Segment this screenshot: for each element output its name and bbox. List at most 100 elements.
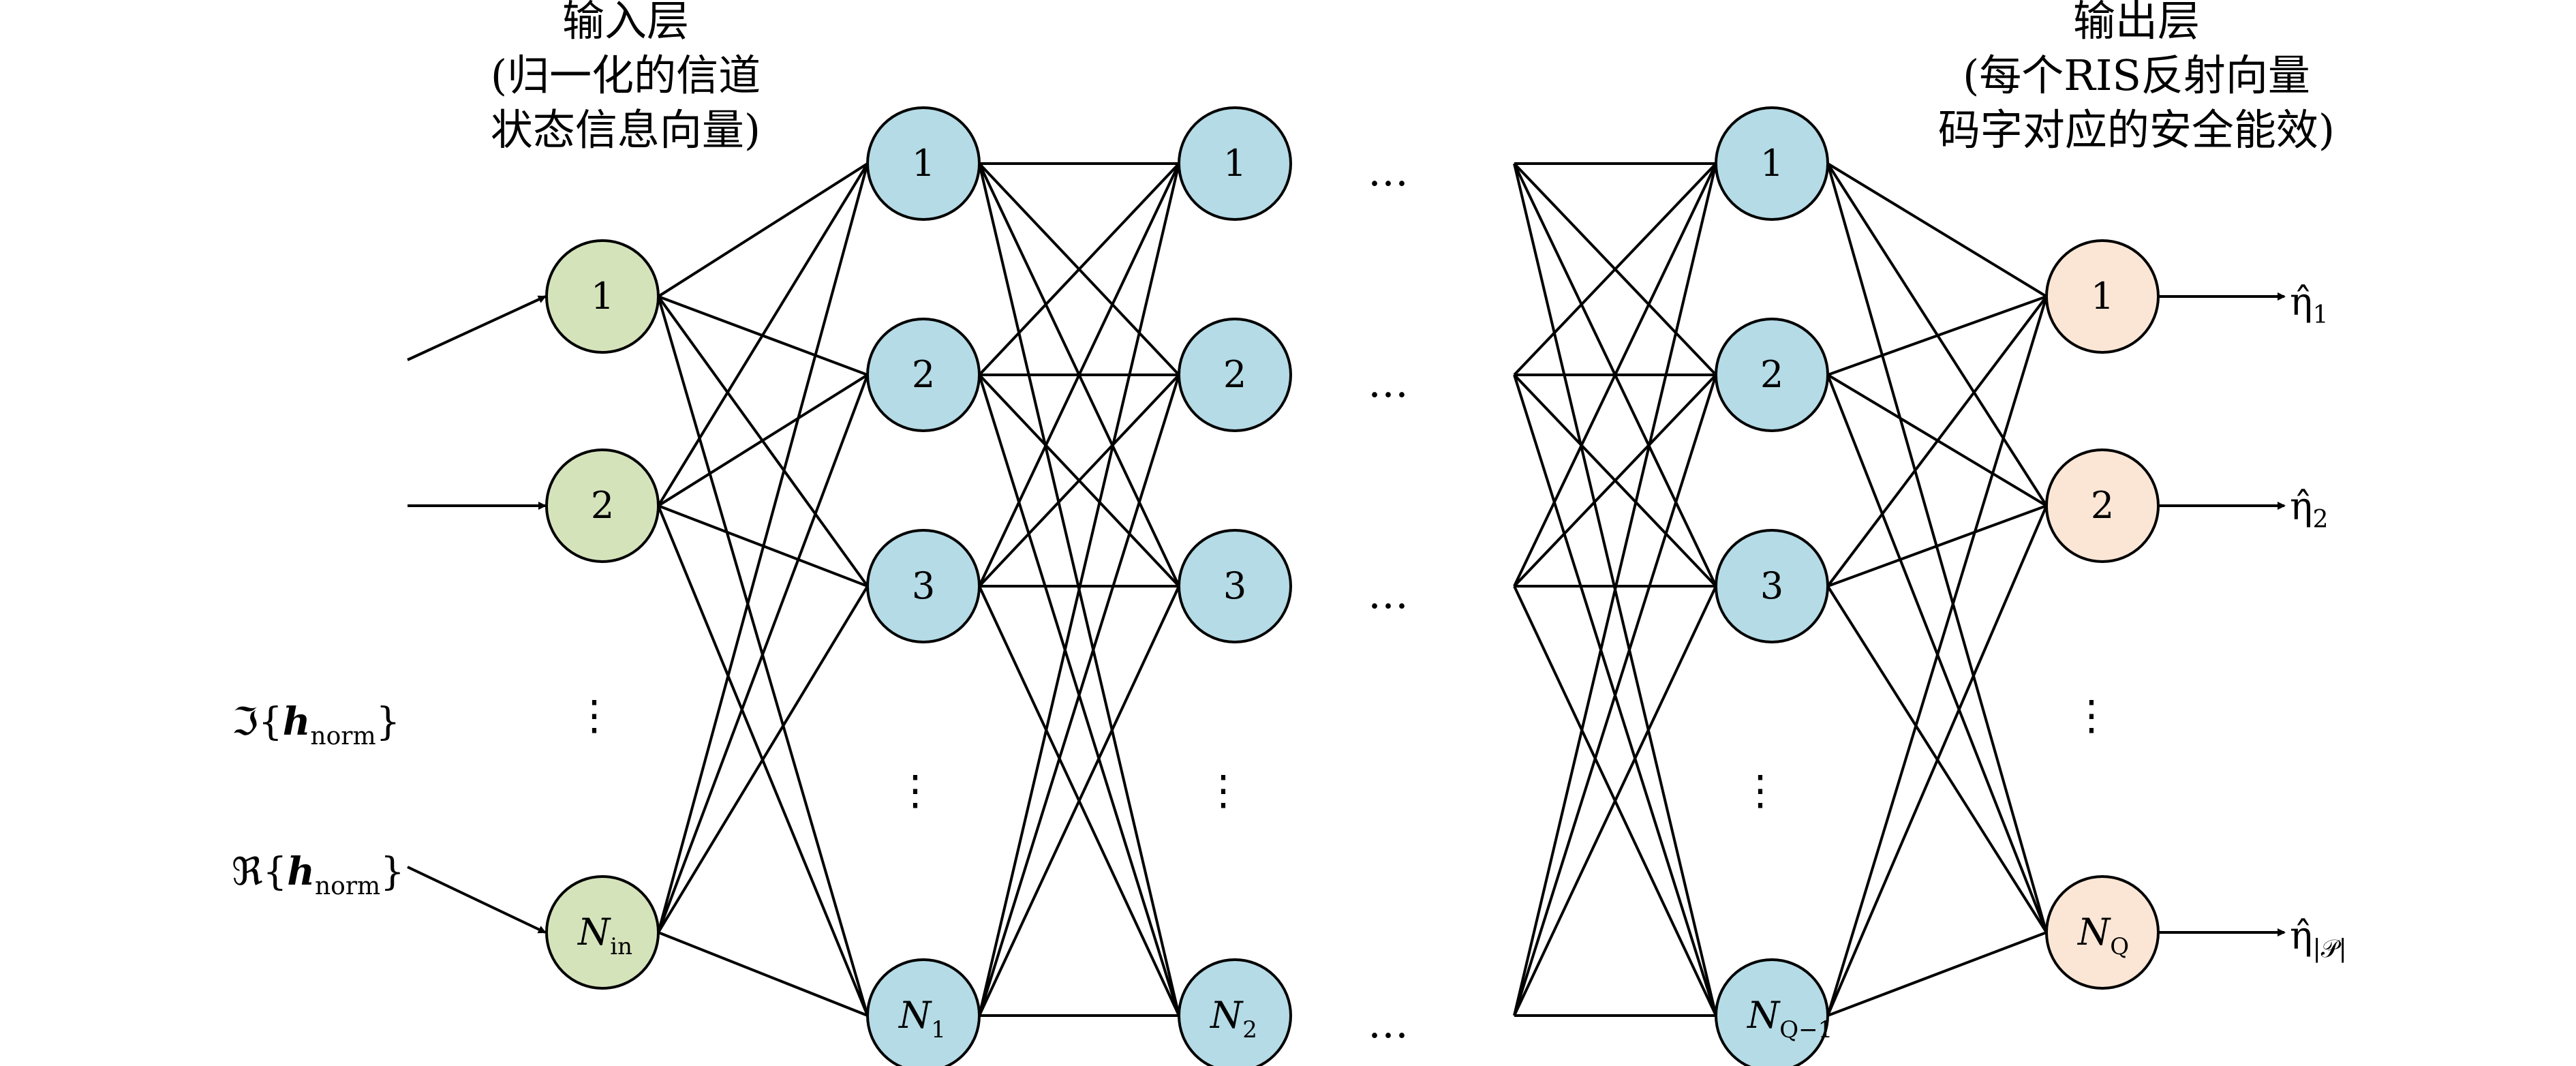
- io-arrows: [407, 292, 2286, 936]
- hidden1-node-4: N1: [866, 958, 981, 1066]
- real-vec: h: [287, 849, 315, 894]
- edge-prev-hq-2-1: [1513, 162, 1717, 376]
- output-node-1: 1: [2045, 239, 2160, 354]
- output-node-circle-2: [2045, 448, 2160, 563]
- real-op: ℜ: [232, 850, 263, 894]
- ellipsis-row-2: …: [1368, 359, 1409, 407]
- eta-2-sym: η̂: [2290, 485, 2313, 529]
- edge-hq-out-4-3: [1827, 931, 2047, 1017]
- input-arrow-3: [407, 866, 547, 934]
- hidden1-node-circle-4: [866, 958, 981, 1066]
- input-caption-line-1: 输入层: [562, 0, 689, 46]
- input-arrow-1: [407, 295, 547, 361]
- hiddenQ-node-3: 3: [1715, 529, 1829, 643]
- edge-h1-h2-3-2: [978, 374, 1180, 588]
- edge-in-h1-1-1: [657, 162, 869, 298]
- output-node-circle-1: [2045, 239, 2160, 354]
- imag-sub: norm: [310, 722, 375, 750]
- input-node-label-3: Nin: [577, 911, 632, 960]
- hidden2-node-1: 1: [1178, 106, 1292, 221]
- output-eta-2: η̂2: [2290, 485, 2328, 534]
- edge-h1-h2-3-1: [978, 163, 1180, 587]
- hiddenQ-node-main-4: N: [1746, 994, 1781, 1037]
- output-node-2: 2: [2045, 448, 2160, 563]
- edge-hq-out-3-1: [1826, 295, 2048, 588]
- output-eta-1: η̂1: [2290, 280, 2328, 329]
- input-caption-line-3: 状态信息向量): [491, 105, 761, 155]
- input-node-label-1: 1: [591, 275, 614, 318]
- imag-op: ℑ: [232, 700, 258, 744]
- input-node-circle-3: [545, 875, 660, 990]
- hidden1-node-label-1: 1: [912, 142, 935, 185]
- eta-1-sym: η̂: [2290, 280, 2313, 324]
- input-node-3: Nin: [545, 875, 660, 990]
- eta-p-sub: |𝒫|: [2313, 935, 2347, 963]
- input-node-circle-2: [545, 448, 660, 563]
- hiddenQ-node-circle-1: [1715, 106, 1829, 221]
- output-node-circle-3: [2045, 875, 2160, 990]
- hidden2-vertical-ellipsis: ⋮: [1203, 767, 1244, 814]
- hidden2-node-2: 2: [1178, 318, 1292, 432]
- hiddenQ-node-label-2: 2: [1760, 353, 1783, 396]
- hidden1-vertical-ellipsis: ⋮: [895, 767, 936, 814]
- hidden1-node-1: 1: [866, 106, 981, 221]
- hidden2-node-label-2: 2: [1223, 353, 1246, 396]
- hiddenQ-node-4: NQ−1: [1715, 958, 1833, 1066]
- edge-prev-hq-3-1: [1513, 163, 1717, 587]
- output-eta-p: η̂|𝒫|: [2290, 914, 2347, 963]
- hidden1-node-label-2: 2: [912, 353, 935, 396]
- hidden2-node-label-4: N2: [1209, 994, 1257, 1044]
- edge-prev-hq-4-1: [1513, 163, 1717, 1016]
- edge-in-h1-3-2: [657, 374, 869, 933]
- edge-prev-hq-4-3: [1513, 585, 1717, 1016]
- input-vertical-ellipsis: ⋮: [574, 692, 615, 740]
- output-caption-line-2: (每个RIS反射向量: [1963, 50, 2310, 100]
- edge-in-h1-2-1: [657, 162, 869, 507]
- edge-h1-h2-2-1: [978, 162, 1180, 376]
- output-node-label-1: 1: [2091, 275, 2114, 318]
- ellipsis-row-3: …: [1368, 570, 1409, 618]
- hidden2-node-sub-4: 2: [1242, 1016, 1257, 1044]
- edge-hq-out-4-1: [1826, 296, 2048, 1016]
- imag-open: {: [258, 700, 283, 744]
- edge-in-h1-3-4: [658, 931, 868, 1017]
- edge-hq-out-1-3: [1826, 163, 2048, 933]
- ellipsis-row-4: …: [1368, 1000, 1409, 1048]
- hidden2-node-circle-3: [1178, 529, 1292, 643]
- ellipsis-row-1: …: [1368, 148, 1409, 196]
- input-node-label-2: 2: [591, 484, 614, 527]
- output-vertical-ellipsis: ⋮: [2071, 692, 2112, 740]
- output-caption-line-1: 输出层: [2073, 0, 2200, 46]
- edge-hq-out-4-2: [1826, 505, 2048, 1016]
- edge-h1-h2-4-3: [978, 585, 1180, 1016]
- hidden2-node-label-3: 3: [1223, 564, 1246, 607]
- eta-1-sub: 1: [2313, 301, 2329, 329]
- output-caption-line-3: 码字对应的安全能效): [1938, 105, 2335, 155]
- edge-h1-h2-4-1: [978, 163, 1180, 1016]
- hidden1-node-circle-1: [866, 106, 981, 221]
- hidden2-node-label-1: 1: [1223, 142, 1246, 185]
- input-layer-caption: 输入层 (归一化的信道 状态信息向量): [491, 0, 761, 155]
- imag-vec: h: [283, 699, 311, 744]
- hidden1-node-2: 2: [866, 318, 981, 432]
- real-open: {: [263, 850, 288, 894]
- output-node-sub-3: Q: [2110, 933, 2129, 960]
- output-layer-caption: 输出层 (每个RIS反射向量 码字对应的安全能效): [1938, 0, 2335, 155]
- hidden2-node-main-4: N: [1209, 994, 1244, 1037]
- edge-in-h1-2-2: [657, 374, 869, 507]
- edge-hq-out-2-1: [1827, 295, 2047, 376]
- eta-p-sym: η̂: [2290, 914, 2313, 958]
- input-node-sub-3: in: [610, 933, 632, 960]
- hiddenQ-node-label-4: NQ−1: [1746, 994, 1833, 1044]
- hiddenQ-node-circle-4: [1715, 958, 1829, 1066]
- hidden1-node-main-4: N: [898, 994, 932, 1037]
- hidden1-node-circle-3: [866, 529, 981, 643]
- real-h-norm-label: ℜ{hnorm}: [232, 849, 405, 900]
- output-node-label-3: NQ: [2076, 911, 2129, 960]
- hidden1-node-sub-4: 1: [931, 1016, 946, 1044]
- edge-hq-out-3-2: [1827, 504, 2047, 588]
- hiddenQ-node-2: 2: [1715, 318, 1829, 432]
- connection-edges: [657, 162, 2048, 1017]
- hidden2-node-circle-4: [1178, 958, 1292, 1066]
